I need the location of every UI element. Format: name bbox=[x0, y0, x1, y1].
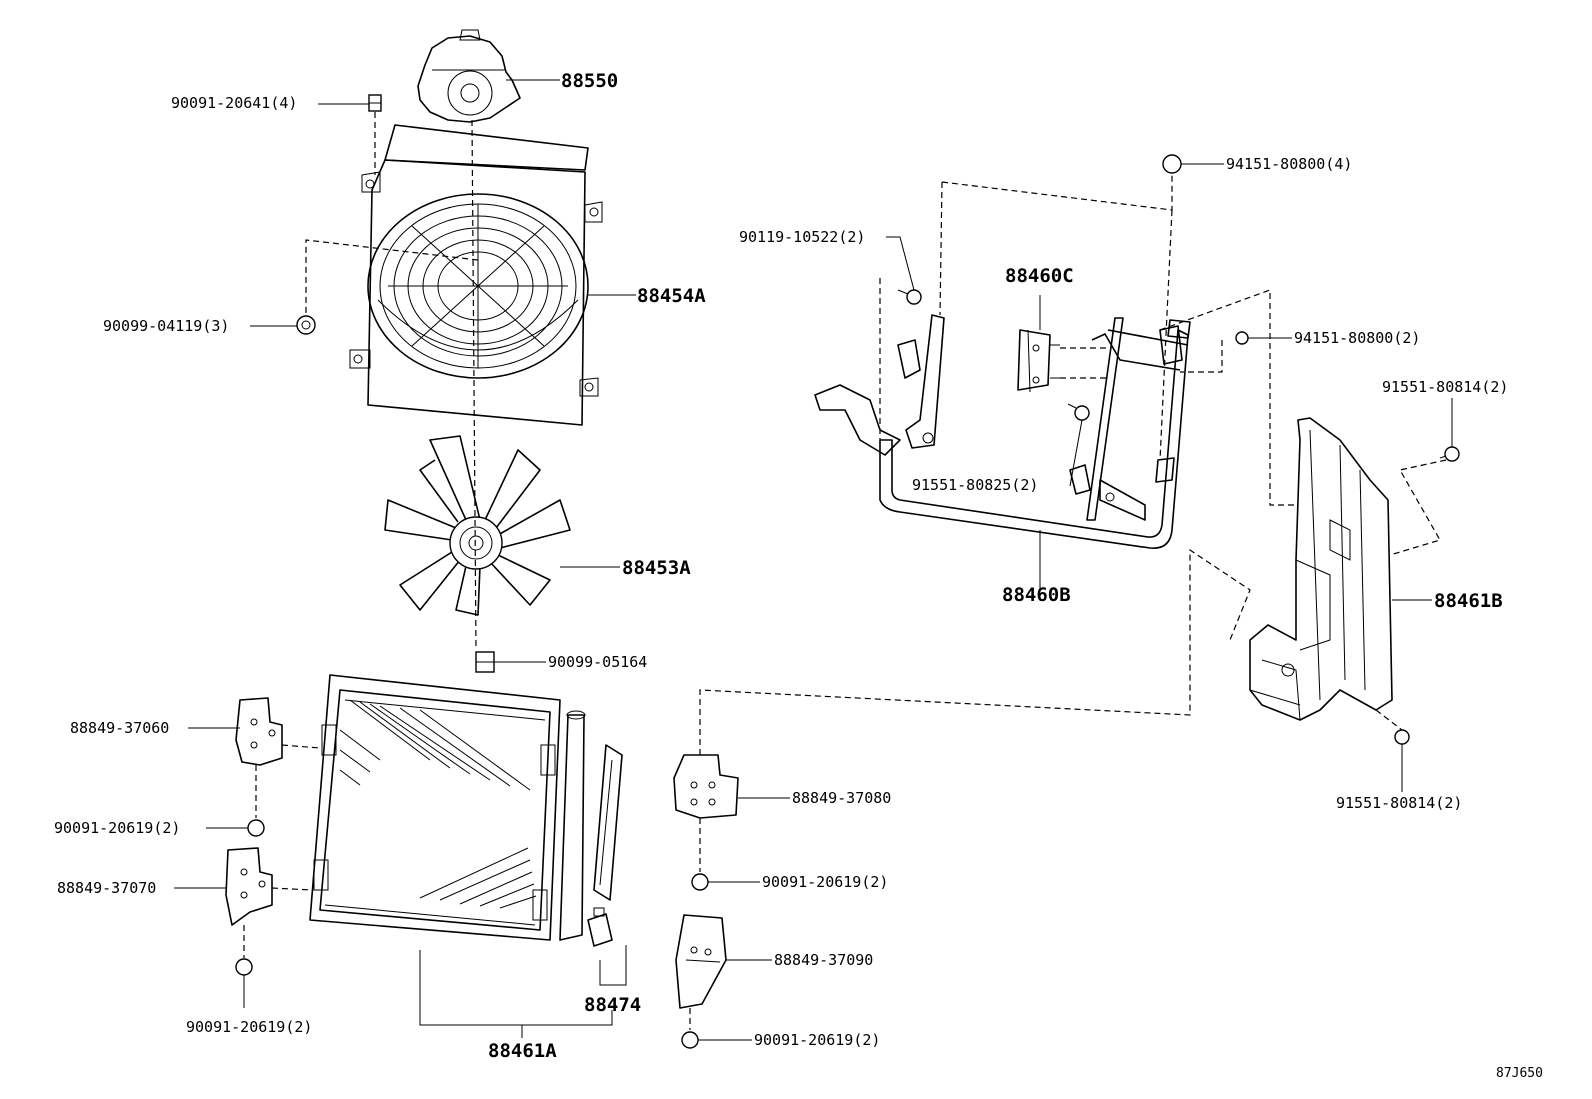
label-90119-10522: 90119-10522(2) bbox=[739, 228, 865, 246]
stay-88849-37090 bbox=[675, 914, 727, 1009]
fan-blade-88453A bbox=[384, 435, 571, 616]
nut-90091-20619-d bbox=[681, 1031, 699, 1049]
nut-94151-80800-2 bbox=[1235, 331, 1249, 345]
bolt-91551-80814-b bbox=[1394, 729, 1410, 745]
label-90091-20619-a: 90091-20619(2) bbox=[54, 819, 180, 837]
label-88849-37070: 88849-37070 bbox=[57, 879, 156, 897]
label-90091-20619-b: 90091-20619(2) bbox=[186, 1018, 312, 1036]
bolt-91551-80825 bbox=[1067, 403, 1090, 421]
part-labels: 88550 90091-20641(4) 88454A 90099-04119(… bbox=[54, 70, 1543, 1081]
label-88453A: 88453A bbox=[622, 557, 691, 579]
nut-90091-20619-a bbox=[247, 819, 265, 837]
label-88849-37060: 88849-37060 bbox=[70, 719, 169, 737]
diagram-reference: 87J650 bbox=[1496, 1066, 1543, 1081]
label-88849-37090: 88849-37090 bbox=[774, 951, 873, 969]
label-94151-80800-2: 94151-80800(2) bbox=[1294, 329, 1420, 347]
label-88460C: 88460C bbox=[1005, 265, 1074, 287]
assembly-lines bbox=[243, 112, 1447, 1030]
label-90091-20619-d: 90091-20619(2) bbox=[754, 1031, 880, 1049]
label-88460B: 88460B bbox=[1002, 584, 1071, 606]
nut-90099-05164 bbox=[475, 651, 495, 673]
bolt-91551-80814-a bbox=[1439, 446, 1460, 462]
stay-88849-37080 bbox=[673, 754, 739, 819]
label-90099-04119: 90099-04119(3) bbox=[103, 317, 229, 335]
fan-motor-88550 bbox=[417, 29, 521, 123]
label-88461B: 88461B bbox=[1434, 590, 1503, 612]
label-88454A: 88454A bbox=[637, 285, 706, 307]
dryer-88474 bbox=[587, 744, 623, 947]
label-91551-80814-a: 91551-80814(2) bbox=[1382, 378, 1508, 396]
label-91551-80825: 91551-80825(2) bbox=[912, 476, 1038, 494]
nut-94151-80800-4 bbox=[1162, 154, 1182, 174]
condenser-88461A bbox=[309, 674, 586, 941]
label-88461A: 88461A bbox=[488, 1040, 557, 1062]
leader-lines bbox=[174, 79, 1453, 1041]
fan-shroud-88454A bbox=[349, 124, 603, 426]
label-88474: 88474 bbox=[584, 994, 641, 1016]
label-94151-80800-4: 94151-80800(4) bbox=[1226, 155, 1352, 173]
stay-88849-37070 bbox=[225, 847, 273, 926]
bracket-88460C bbox=[1017, 329, 1060, 393]
label-90091-20641: 90091-20641(4) bbox=[171, 94, 297, 112]
nut-90091-20619-c bbox=[691, 873, 709, 891]
bolt-90119-10522 bbox=[897, 289, 922, 305]
frame-88460B bbox=[814, 314, 1191, 549]
nut-90091-20619-b bbox=[235, 958, 253, 976]
label-88849-37080: 88849-37080 bbox=[792, 789, 891, 807]
stay-88849-37060 bbox=[235, 697, 283, 766]
bolt-90099-04119 bbox=[296, 315, 316, 335]
label-91551-80814-b: 91551-80814(2) bbox=[1336, 794, 1462, 812]
bolt-90091-20641 bbox=[368, 94, 382, 112]
label-90099-05164: 90099-05164 bbox=[548, 653, 647, 671]
air-guide-88461B bbox=[1249, 417, 1393, 721]
label-88550: 88550 bbox=[561, 70, 618, 92]
label-90091-20619-c: 90091-20619(2) bbox=[762, 873, 888, 891]
